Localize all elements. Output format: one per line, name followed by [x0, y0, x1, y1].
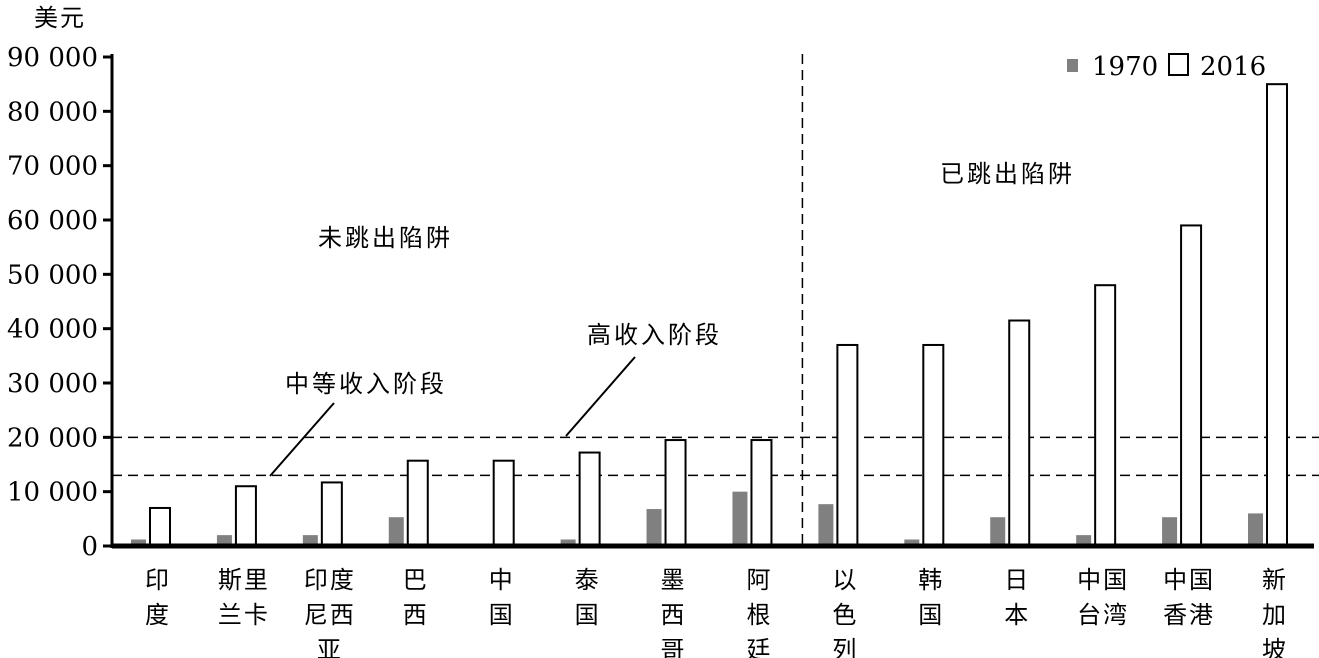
y-tick-label: 30 000 — [7, 369, 98, 399]
category-label: 泰国 — [575, 566, 601, 629]
bar-1970 — [904, 539, 920, 546]
legend-label-2016: 2016 — [1200, 52, 1266, 82]
legend-swatch-1970 — [1067, 59, 1078, 72]
pointer-high-income — [565, 356, 636, 437]
category-label: 斯里兰卡 — [218, 566, 270, 629]
y-tick-label: 80 000 — [7, 97, 98, 127]
bar-1970 — [560, 539, 576, 546]
category-label: 中国香港 — [1163, 566, 1215, 629]
bar-2016 — [922, 343, 945, 548]
legend: 1970 2016 — [1067, 52, 1266, 82]
bar-2016 — [234, 485, 257, 548]
bar-1970 — [1162, 517, 1178, 546]
category-label: 墨西哥 — [661, 566, 687, 658]
y-axis-ticks: 0 10 000 20 000 30 000 40 000 50 000 60 000 70 … — [7, 43, 112, 562]
reference-lines — [112, 54, 1319, 546]
category-label: 印度 — [145, 566, 171, 629]
bar-2016 — [1094, 284, 1117, 547]
bar-2016 — [664, 439, 687, 547]
legend-swatch-2016 — [1168, 53, 1189, 76]
category-label: 印度尼西亚 — [304, 566, 356, 658]
bar-2016 — [406, 459, 429, 547]
bar-2016 — [750, 439, 773, 547]
bar-2016 — [1180, 224, 1203, 548]
y-tick-label: 10 000 — [7, 478, 98, 508]
category-label: 新加坡 — [1262, 566, 1288, 658]
bar-2016 — [149, 506, 171, 548]
y-tick-label: 60 000 — [7, 206, 98, 236]
bar-1970 — [1248, 513, 1263, 546]
category-label: 巴西 — [403, 566, 429, 629]
category-label: 韩国 — [918, 566, 944, 629]
annotation-escaped: 已跳出陷阱 — [940, 160, 1075, 188]
bar-2016 — [492, 459, 515, 547]
legend-label-1970: 1970 — [1092, 52, 1158, 82]
bar-1970 — [818, 504, 834, 546]
bar-1970 — [131, 539, 146, 546]
category-label: 中国 — [489, 566, 515, 629]
category-label: 中国台湾 — [1077, 566, 1129, 629]
bars — [131, 83, 1288, 548]
bar-2016 — [1266, 83, 1288, 548]
bar-2016 — [320, 481, 343, 547]
y-tick-label: 50 000 — [7, 260, 98, 290]
bar-2016 — [578, 451, 601, 547]
y-axis-unit-label: 美元 — [34, 4, 86, 32]
y-tick-label: 40 000 — [7, 315, 98, 345]
bar-1970 — [216, 535, 232, 546]
bar-1970 — [646, 509, 662, 546]
bar-2016 — [836, 343, 859, 548]
y-tick-label: 70 000 — [7, 152, 98, 182]
y-tick-label: 20 000 — [7, 423, 98, 453]
y-tick-label: 0 — [81, 532, 98, 562]
bar-1970 — [990, 517, 1006, 546]
bar-1970 — [732, 491, 748, 546]
pointer-middle-income — [269, 402, 335, 477]
bar-1970 — [1076, 535, 1092, 546]
bar-2016 — [1008, 319, 1031, 547]
axes — [110, 54, 1314, 549]
bar-1970 — [388, 517, 404, 546]
annotation-high-income: 高收入阶段 — [587, 321, 722, 349]
y-tick-label: 90 000 — [7, 43, 98, 73]
category-label: 日本 — [1004, 566, 1030, 629]
category-label: 阿根廷 — [746, 566, 772, 658]
annotation-not-escaped: 未跳出陷阱 — [318, 224, 453, 252]
category-label: 以色列 — [832, 566, 858, 658]
annotation-middle-income: 中等收入阶段 — [285, 370, 447, 398]
bar-1970 — [302, 535, 318, 546]
